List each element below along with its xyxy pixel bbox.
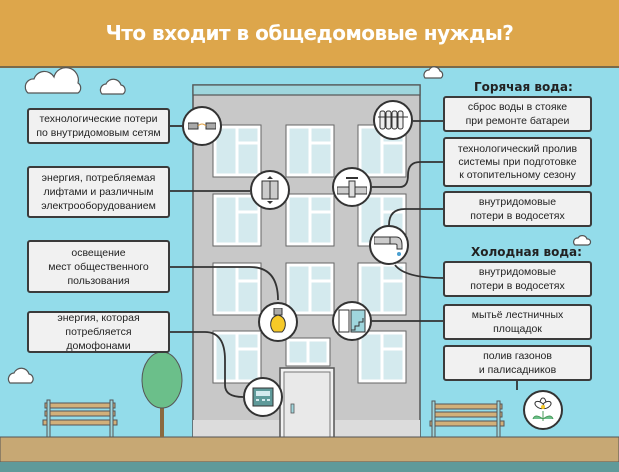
bench	[42, 399, 505, 438]
pipe-joint-icon	[182, 106, 222, 146]
window-mullion	[308, 265, 332, 313]
intercom-icon	[243, 377, 283, 417]
cold-water-heading: Холодная вода:	[471, 245, 582, 259]
road	[0, 462, 619, 472]
cloud-icon	[7, 66, 592, 384]
window-mullion	[235, 265, 259, 313]
item-lawn-watering: полив газонов и палисадников	[443, 345, 592, 381]
item-elevator-energy: энергия, потребляемая лифтами и различны…	[27, 166, 170, 218]
connector-lines	[170, 120, 518, 398]
window-frame	[285, 193, 335, 247]
window-frame	[285, 262, 335, 316]
item-public-lighting: освещение мест общественного пользования	[27, 240, 170, 293]
window-mullion	[380, 265, 404, 313]
ground	[0, 436, 619, 463]
water-tap-icon	[369, 225, 409, 265]
window-mullion	[235, 196, 259, 244]
window-frame	[212, 262, 262, 316]
elevator-icon	[250, 170, 290, 210]
header-banner: Что входит в общедомовые нужды?	[0, 0, 619, 68]
window-frame	[212, 193, 262, 247]
window-mullion	[235, 127, 259, 175]
window-mullion	[308, 196, 332, 244]
stairs-icon	[332, 301, 372, 341]
light-bulb-icon	[258, 302, 298, 342]
page-title: Что входит в общедомовые нужды?	[105, 21, 514, 45]
item-hot-water-losses: внутридомовые потери в водосетях	[443, 191, 592, 227]
tree	[141, 351, 183, 409]
window-frame	[285, 337, 331, 367]
item-system-flush: технологический пролив системы при подго…	[443, 137, 592, 187]
flower-icon	[523, 390, 563, 430]
item-intercom-energy: энергия, которая потребляется домофонами	[27, 311, 170, 353]
item-riser-drain: сброс воды в стояке при ремонте батареи	[443, 96, 592, 132]
item-stair-washing: мытьё лестничных площадок	[443, 304, 592, 340]
tree-trunk	[160, 385, 164, 437]
item-technological-losses: технологические потери по внутридомовым …	[27, 108, 170, 144]
window-mullion	[308, 127, 332, 175]
window-mullion	[380, 333, 404, 381]
radiator-icon	[373, 100, 413, 140]
window-frame	[357, 330, 407, 384]
window-frame	[212, 124, 262, 178]
pipe-valve-icon	[332, 167, 372, 207]
roof-edge	[192, 84, 421, 96]
item-cold-water-losses: внутридомовые потери в водосетях	[443, 261, 592, 297]
window-mullion	[235, 333, 259, 381]
window-frame	[285, 124, 335, 178]
hot-water-heading: Горячая вода:	[474, 80, 573, 94]
window-frame	[212, 330, 262, 384]
windows	[212, 124, 407, 384]
